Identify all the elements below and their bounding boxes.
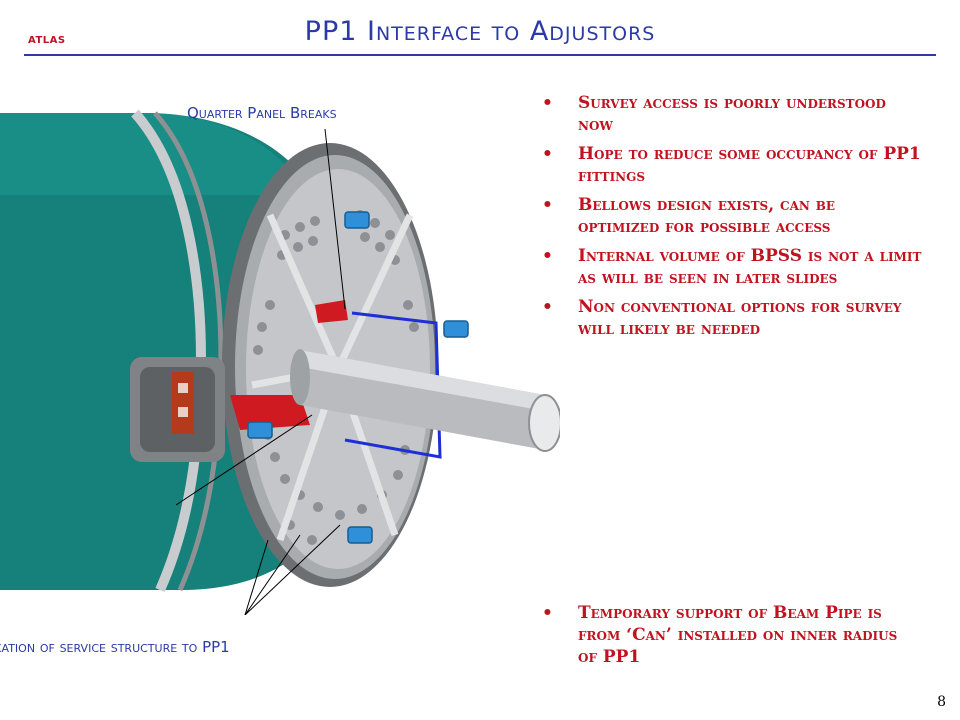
bullet-item: • Survey access is poorly understood now (542, 92, 922, 136)
atlas-logo: atlas (28, 31, 66, 47)
bullet-symbol: • (542, 195, 553, 215)
bullet-symbol: • (542, 603, 553, 623)
bullet-text: Temporary support of Beam Pipe is from ‘… (578, 603, 898, 667)
bullet-list-bottom: • Temporary support of Beam Pipe is from … (542, 602, 922, 675)
bullet-text: Survey access is poorly understood now (578, 93, 886, 135)
bullet-text: Bellows design exists, can be optimized … (578, 195, 836, 237)
caption-service-structure: xation of service structure to PP1 (0, 638, 230, 656)
caption-quarter-panel-breaks: Quarter Panel Breaks (187, 104, 337, 122)
title-underline (24, 54, 936, 56)
bullet-text: Internal volume of BPSS is not a limit a… (578, 246, 922, 288)
bullet-item: • Temporary support of Beam Pipe is from … (542, 602, 922, 668)
bullet-symbol: • (542, 246, 553, 266)
bullet-item: • Bellows design exists, can be optimized… (542, 194, 922, 238)
bullet-item: • Non conventional options for survey wil… (542, 296, 922, 340)
slide-title: PP1 Interface to Adjustors (304, 16, 656, 47)
bullet-item: • Hope to reduce some occupancy of PP1 fi… (542, 143, 922, 187)
page-number: 8 (937, 694, 946, 710)
pp1-cad-illustration (0, 109, 560, 615)
bullet-text: Hope to reduce some occupancy of PP1 fit… (578, 144, 921, 186)
bullet-item: • Internal volume of BPSS is not a limit … (542, 245, 922, 289)
bullet-symbol: • (542, 93, 553, 113)
bullet-list-top: •Survey access is poorly understood now … (542, 92, 922, 347)
bullet-symbol: • (542, 297, 553, 317)
bullet-text: Non conventional options for survey will… (578, 297, 902, 339)
bullet-symbol: • (542, 144, 553, 164)
